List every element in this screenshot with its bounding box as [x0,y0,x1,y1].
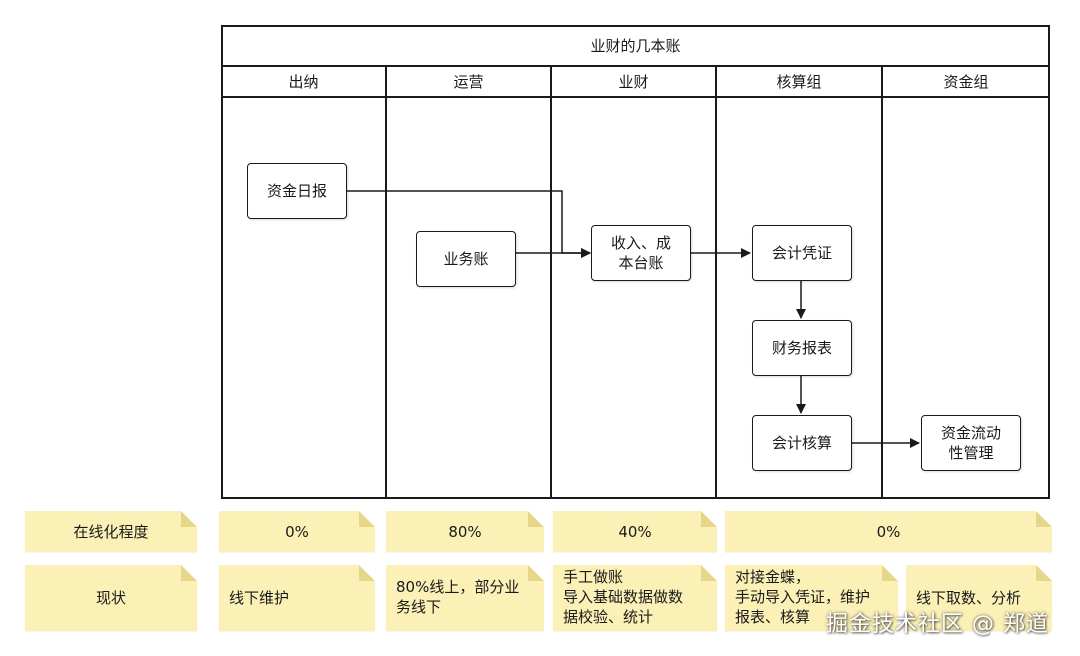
note-online-degree-business-finance: 40% [553,511,717,552]
note-status-operations: 80%线上，部分业 务线下 [386,565,544,631]
note-status-cashier: 线下维护 [219,565,375,631]
note-status-label: 现状 [25,565,197,631]
note-online-degree-label: 在线化程度 [25,511,197,552]
lane-header-operations: 运营 [386,66,551,98]
lane-header-accounting-group: 核算组 [716,66,882,98]
lane-header-cashier: 出纳 [221,66,386,98]
note-online-degree-operations: 80% [386,511,544,552]
node-fund-liquidity-management[interactable]: 资金流动 性管理 [921,415,1021,471]
note-status-accounting-group: 对接金蝶， 手动导入凭证，维护 报表、核算 [725,565,898,631]
lane-header-business-finance: 业财 [551,66,716,98]
diagram-title: 业财的几本账 [221,25,1050,67]
node-accounting[interactable]: 会计核算 [752,415,852,471]
node-income-cost-ledger[interactable]: 收入、成 本台账 [591,225,691,281]
note-status-funds-group: 线下取数、分析 [906,565,1052,631]
watermark: 掘金技术社区 @ 郑道 [826,612,1049,637]
note-online-degree-accounting-funds: 0% [725,511,1052,552]
note-status-business-finance: 手工做账 导入基础数据做数 据校验、统计 [553,565,717,631]
lane-divider [715,66,717,499]
node-accounting-voucher[interactable]: 会计凭证 [752,225,852,281]
node-business-account[interactable]: 业务账 [416,231,516,287]
lane-header-funds-group: 资金组 [882,66,1050,98]
swimlane-frame [221,25,1050,499]
lane-divider [550,66,552,499]
lane-divider [881,66,883,499]
note-online-degree-cashier: 0% [219,511,375,552]
lane-divider [385,66,387,499]
node-cash-daily[interactable]: 资金日报 [247,163,347,219]
node-financial-report[interactable]: 财务报表 [752,320,852,376]
